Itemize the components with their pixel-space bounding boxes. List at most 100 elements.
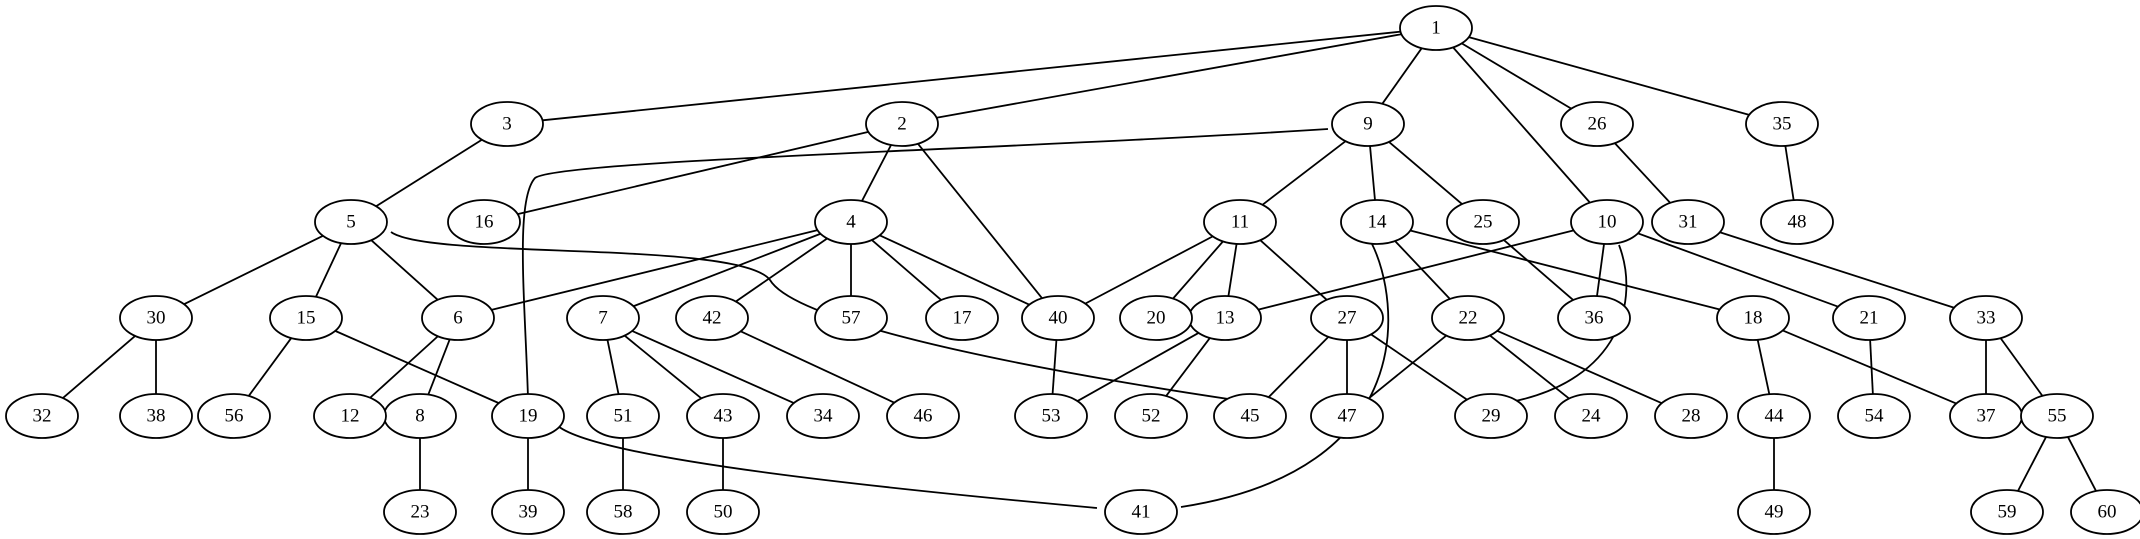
node-label: 15: [297, 308, 316, 329]
edge-10-21: [1637, 232, 1839, 308]
node-49: 49: [1737, 489, 1811, 535]
node-label: 7: [598, 308, 608, 329]
node-label: 59: [1998, 502, 2017, 523]
node-10: 10: [1570, 199, 1644, 245]
node-shape: [1114, 393, 1188, 439]
edge-1-26: [1461, 42, 1572, 110]
edge-2-40: [917, 143, 1043, 299]
edge-35-48: [1784, 145, 1795, 201]
edge-11-40: [1084, 235, 1214, 305]
node-label: 45: [1241, 406, 1260, 427]
node-shape: [1104, 489, 1178, 535]
node-label: 39: [519, 502, 538, 523]
node-shape: [566, 295, 640, 341]
node-shape: [1557, 295, 1631, 341]
node-29: 29: [1454, 393, 1528, 439]
edge-5-15: [315, 242, 342, 298]
node-label: 12: [341, 406, 360, 427]
node-shape: [865, 101, 939, 147]
edge-18-37: [1782, 329, 1957, 405]
edge-15-19: [334, 330, 500, 404]
edge-6-8: [427, 339, 451, 395]
node-shape: [2070, 489, 2140, 535]
node-shape: [1760, 199, 1834, 245]
node-shape: [886, 393, 960, 439]
node-shape: [1970, 489, 2044, 535]
node-label: 3: [502, 114, 512, 135]
node-27: 27: [1310, 295, 1384, 341]
node-shape: [119, 295, 193, 341]
node-13: 13: [1188, 295, 1262, 341]
node-shape: [1949, 295, 2023, 341]
edge-7-43: [623, 334, 703, 400]
node-label: 2: [897, 114, 907, 135]
edge-7-34: [631, 330, 795, 404]
node-53: 53: [1014, 393, 1088, 439]
node-label: 16: [475, 212, 494, 233]
node-3: 3: [470, 101, 544, 147]
node-shape: [491, 489, 565, 535]
node-label: 35: [1773, 114, 1792, 135]
node-label: 11: [1231, 212, 1249, 233]
node-shape: [1331, 101, 1405, 147]
node-46: 46: [886, 393, 960, 439]
node-32: 32: [5, 393, 79, 439]
edge-1-3: [542, 30, 1401, 122]
node-label: 48: [1788, 212, 1807, 233]
node-shape: [1554, 393, 1628, 439]
node-shape: [1014, 393, 1088, 439]
node-28: 28: [1654, 393, 1728, 439]
node-shape: [1837, 393, 1911, 439]
edge-9-25: [1388, 141, 1463, 205]
edge-25-36: [1503, 239, 1574, 301]
node-label: 19: [519, 406, 538, 427]
edge-1-35: [1468, 36, 1750, 116]
node-label: 52: [1142, 406, 1161, 427]
node-shape: [421, 295, 495, 341]
node-shape: [1021, 295, 1095, 341]
node-shape: [269, 295, 343, 341]
node-label: 40: [1049, 308, 1068, 329]
edge-4-6: [491, 229, 818, 311]
edge-13-53: [1077, 332, 1199, 402]
edge-13-52: [1165, 337, 1211, 397]
edge-11-20: [1172, 240, 1224, 300]
node-shape: [675, 295, 749, 341]
node-shape: [925, 295, 999, 341]
node-shape: [1654, 393, 1728, 439]
node-label: 5: [346, 212, 356, 233]
node-26: 26: [1560, 101, 1634, 147]
node-label: 21: [1860, 308, 1879, 329]
graph-edges: [62, 30, 2097, 509]
node-shape: [1716, 295, 1790, 341]
node-1: 1: [1399, 5, 1473, 51]
node-label: 60: [2098, 502, 2117, 523]
edge-9-11: [1261, 140, 1347, 206]
node-24: 24: [1554, 393, 1628, 439]
edge-4-40: [879, 234, 1030, 306]
node-47: 47: [1310, 393, 1384, 439]
node-label: 36: [1585, 308, 1604, 329]
node-shape: [2020, 393, 2094, 439]
edge-33-55: [1999, 337, 2044, 397]
node-label: 55: [2048, 406, 2067, 427]
node-shape: [314, 199, 388, 245]
node-5: 5: [314, 199, 388, 245]
node-shape: [1310, 393, 1384, 439]
node-38: 38: [119, 393, 193, 439]
edge-9-14: [1369, 145, 1376, 201]
node-shape: [1310, 295, 1384, 341]
node-label: 56: [225, 406, 244, 427]
node-54: 54: [1837, 393, 1911, 439]
edge-10-36: [1596, 243, 1605, 297]
node-40: 40: [1021, 295, 1095, 341]
node-label: 33: [1977, 308, 1996, 329]
edge-1-2: [936, 33, 1402, 119]
edge-3-5: [375, 139, 483, 207]
edge-7-51: [606, 339, 620, 395]
edge-30-32: [62, 335, 136, 399]
edge-4-42: [735, 237, 828, 303]
node-label: 42: [703, 308, 722, 329]
node-label: 6: [453, 308, 463, 329]
